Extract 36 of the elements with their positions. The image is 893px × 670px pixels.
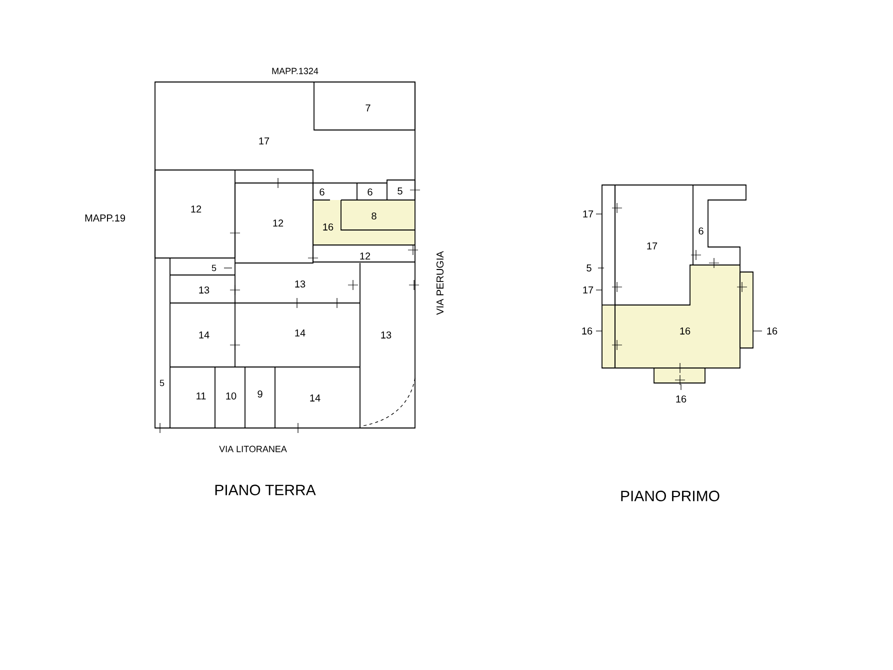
room-label: 5 xyxy=(398,188,402,194)
room-label: PIANO PRIMO xyxy=(621,490,720,502)
room-label: 13 xyxy=(295,280,306,288)
room-label: 13 xyxy=(199,286,210,294)
room-label: 12 xyxy=(273,220,284,226)
room-label: 12 xyxy=(191,206,202,212)
room-label: 17 xyxy=(583,210,594,218)
room-label: 16 xyxy=(767,327,778,335)
room-label: 13 xyxy=(381,331,392,339)
room-label: 7 xyxy=(366,104,370,112)
room-label: PIANO TERRA xyxy=(215,484,316,496)
room-label: 16 xyxy=(676,395,686,403)
room-label: 16 xyxy=(582,327,592,335)
room-label: 5 xyxy=(160,380,164,386)
room-label: 12 xyxy=(360,252,370,260)
room-label: 5 xyxy=(586,264,592,272)
room-label: 16 xyxy=(323,223,334,231)
room-label: 14 xyxy=(295,330,306,336)
room-label: 6 xyxy=(320,188,324,196)
room-label: 16 xyxy=(680,327,690,335)
room-label: 11 xyxy=(196,392,206,400)
room-label: 10 xyxy=(226,392,236,400)
room-label: 14 xyxy=(199,332,210,338)
room-label: 17 xyxy=(259,138,270,144)
room-label: 9 xyxy=(258,390,262,398)
room-label: 5 xyxy=(212,264,216,272)
room-label: MAPP.1324 xyxy=(272,68,318,74)
room-label: VIA PERUGIA xyxy=(436,251,444,315)
room-label: 14 xyxy=(310,394,320,402)
room-label: 17 xyxy=(583,286,594,294)
room-label: MAPP.19 xyxy=(85,214,126,222)
room-label: VIA LITORANEA xyxy=(219,446,287,452)
room-label: 6 xyxy=(698,227,704,235)
room-label: 8 xyxy=(372,212,376,220)
room-label: 17 xyxy=(647,242,658,250)
room-label: 6 xyxy=(368,188,372,196)
